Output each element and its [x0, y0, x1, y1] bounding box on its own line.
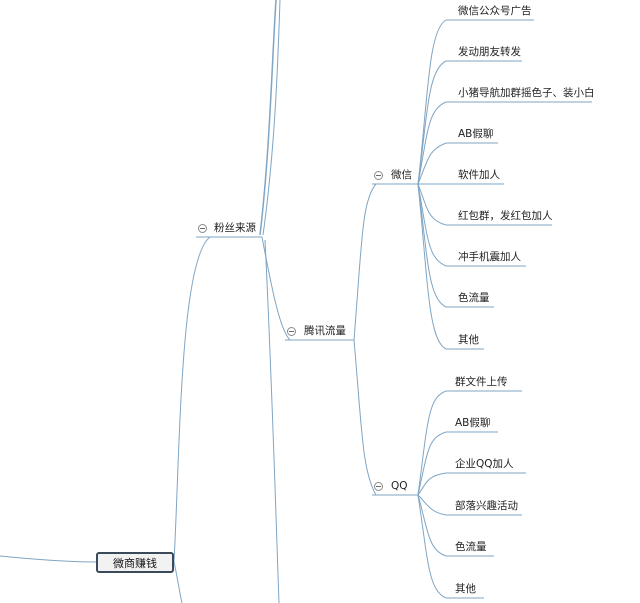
connector-qq-leaf-3: [417, 472, 447, 496]
collapse-toggle-branch[interactable]: [198, 224, 207, 233]
leaf-node[interactable]: 红包群，发红包加人: [458, 210, 553, 222]
connector-qq-leaf-4: [417, 494, 447, 516]
connector-qq-leaf-5: [417, 494, 447, 557]
connector-trunk-bottom: [264, 239, 280, 603]
connector-trunk-top: [259, 0, 277, 236]
connector-wechat-leaf-8: [417, 183, 447, 308]
collapse-toggle-qq[interactable]: [374, 482, 383, 491]
branch-node-label[interactable]: 粉丝来源: [214, 222, 256, 234]
connector-wechat-leaf-7: [417, 183, 447, 267]
connector-root-down: [173, 561, 183, 603]
connector-root-left: [0, 555, 97, 563]
connector-wechat-leaf-6: [417, 183, 447, 226]
leaf-node[interactable]: 小猪导航加群摇色子、装小白: [458, 87, 595, 99]
group-qq-label[interactable]: QQ: [391, 480, 408, 492]
leaf-node[interactable]: AB假聊: [458, 128, 494, 140]
connector-child-qq: [353, 339, 377, 496]
connector-qq-leaf-1: [417, 390, 447, 496]
connector-wechat-leaf-2: [417, 60, 447, 185]
leaf-node[interactable]: 部落兴趣活动: [455, 500, 518, 512]
collapse-toggle-child[interactable]: [287, 327, 296, 336]
leaf-node[interactable]: 色流量: [455, 541, 487, 553]
leaf-node[interactable]: 微信公众号广告: [458, 5, 532, 17]
root-node-label: 微商赚钱: [113, 556, 157, 570]
leaf-node[interactable]: 企业QQ加人: [455, 458, 514, 470]
connector-wechat-leaf-1: [417, 19, 447, 185]
leaf-node[interactable]: 其他: [455, 583, 476, 595]
connector-trunk-top-2: [262, 0, 281, 236]
collapse-toggle-wechat[interactable]: [374, 171, 383, 180]
leaf-node[interactable]: 群文件上传: [455, 376, 508, 388]
connector-root-branch: [173, 236, 211, 563]
leaf-node[interactable]: 冲手机震加人: [458, 251, 521, 263]
connector-qq-leaf-2: [417, 431, 447, 496]
connector-wechat-leaf-9: [417, 183, 447, 350]
root-node[interactable]: 微商赚钱: [96, 552, 174, 573]
connector-child-wechat: [353, 183, 377, 341]
leaf-node[interactable]: 色流量: [458, 292, 490, 304]
connector-wechat-leaf-4: [417, 142, 447, 185]
group-wechat-label[interactable]: 微信: [391, 169, 412, 181]
leaf-node[interactable]: 发动朋友转发: [458, 46, 521, 58]
connector-wechat-leaf-3: [417, 101, 447, 185]
leaf-node[interactable]: 其他: [458, 334, 479, 346]
connector-qq-leaf-6: [417, 494, 447, 599]
leaf-node[interactable]: 软件加人: [458, 169, 500, 181]
connector-branch-child: [261, 236, 291, 341]
leaf-node[interactable]: AB假聊: [455, 417, 491, 429]
child-node-label[interactable]: 腾讯流量: [304, 325, 346, 337]
